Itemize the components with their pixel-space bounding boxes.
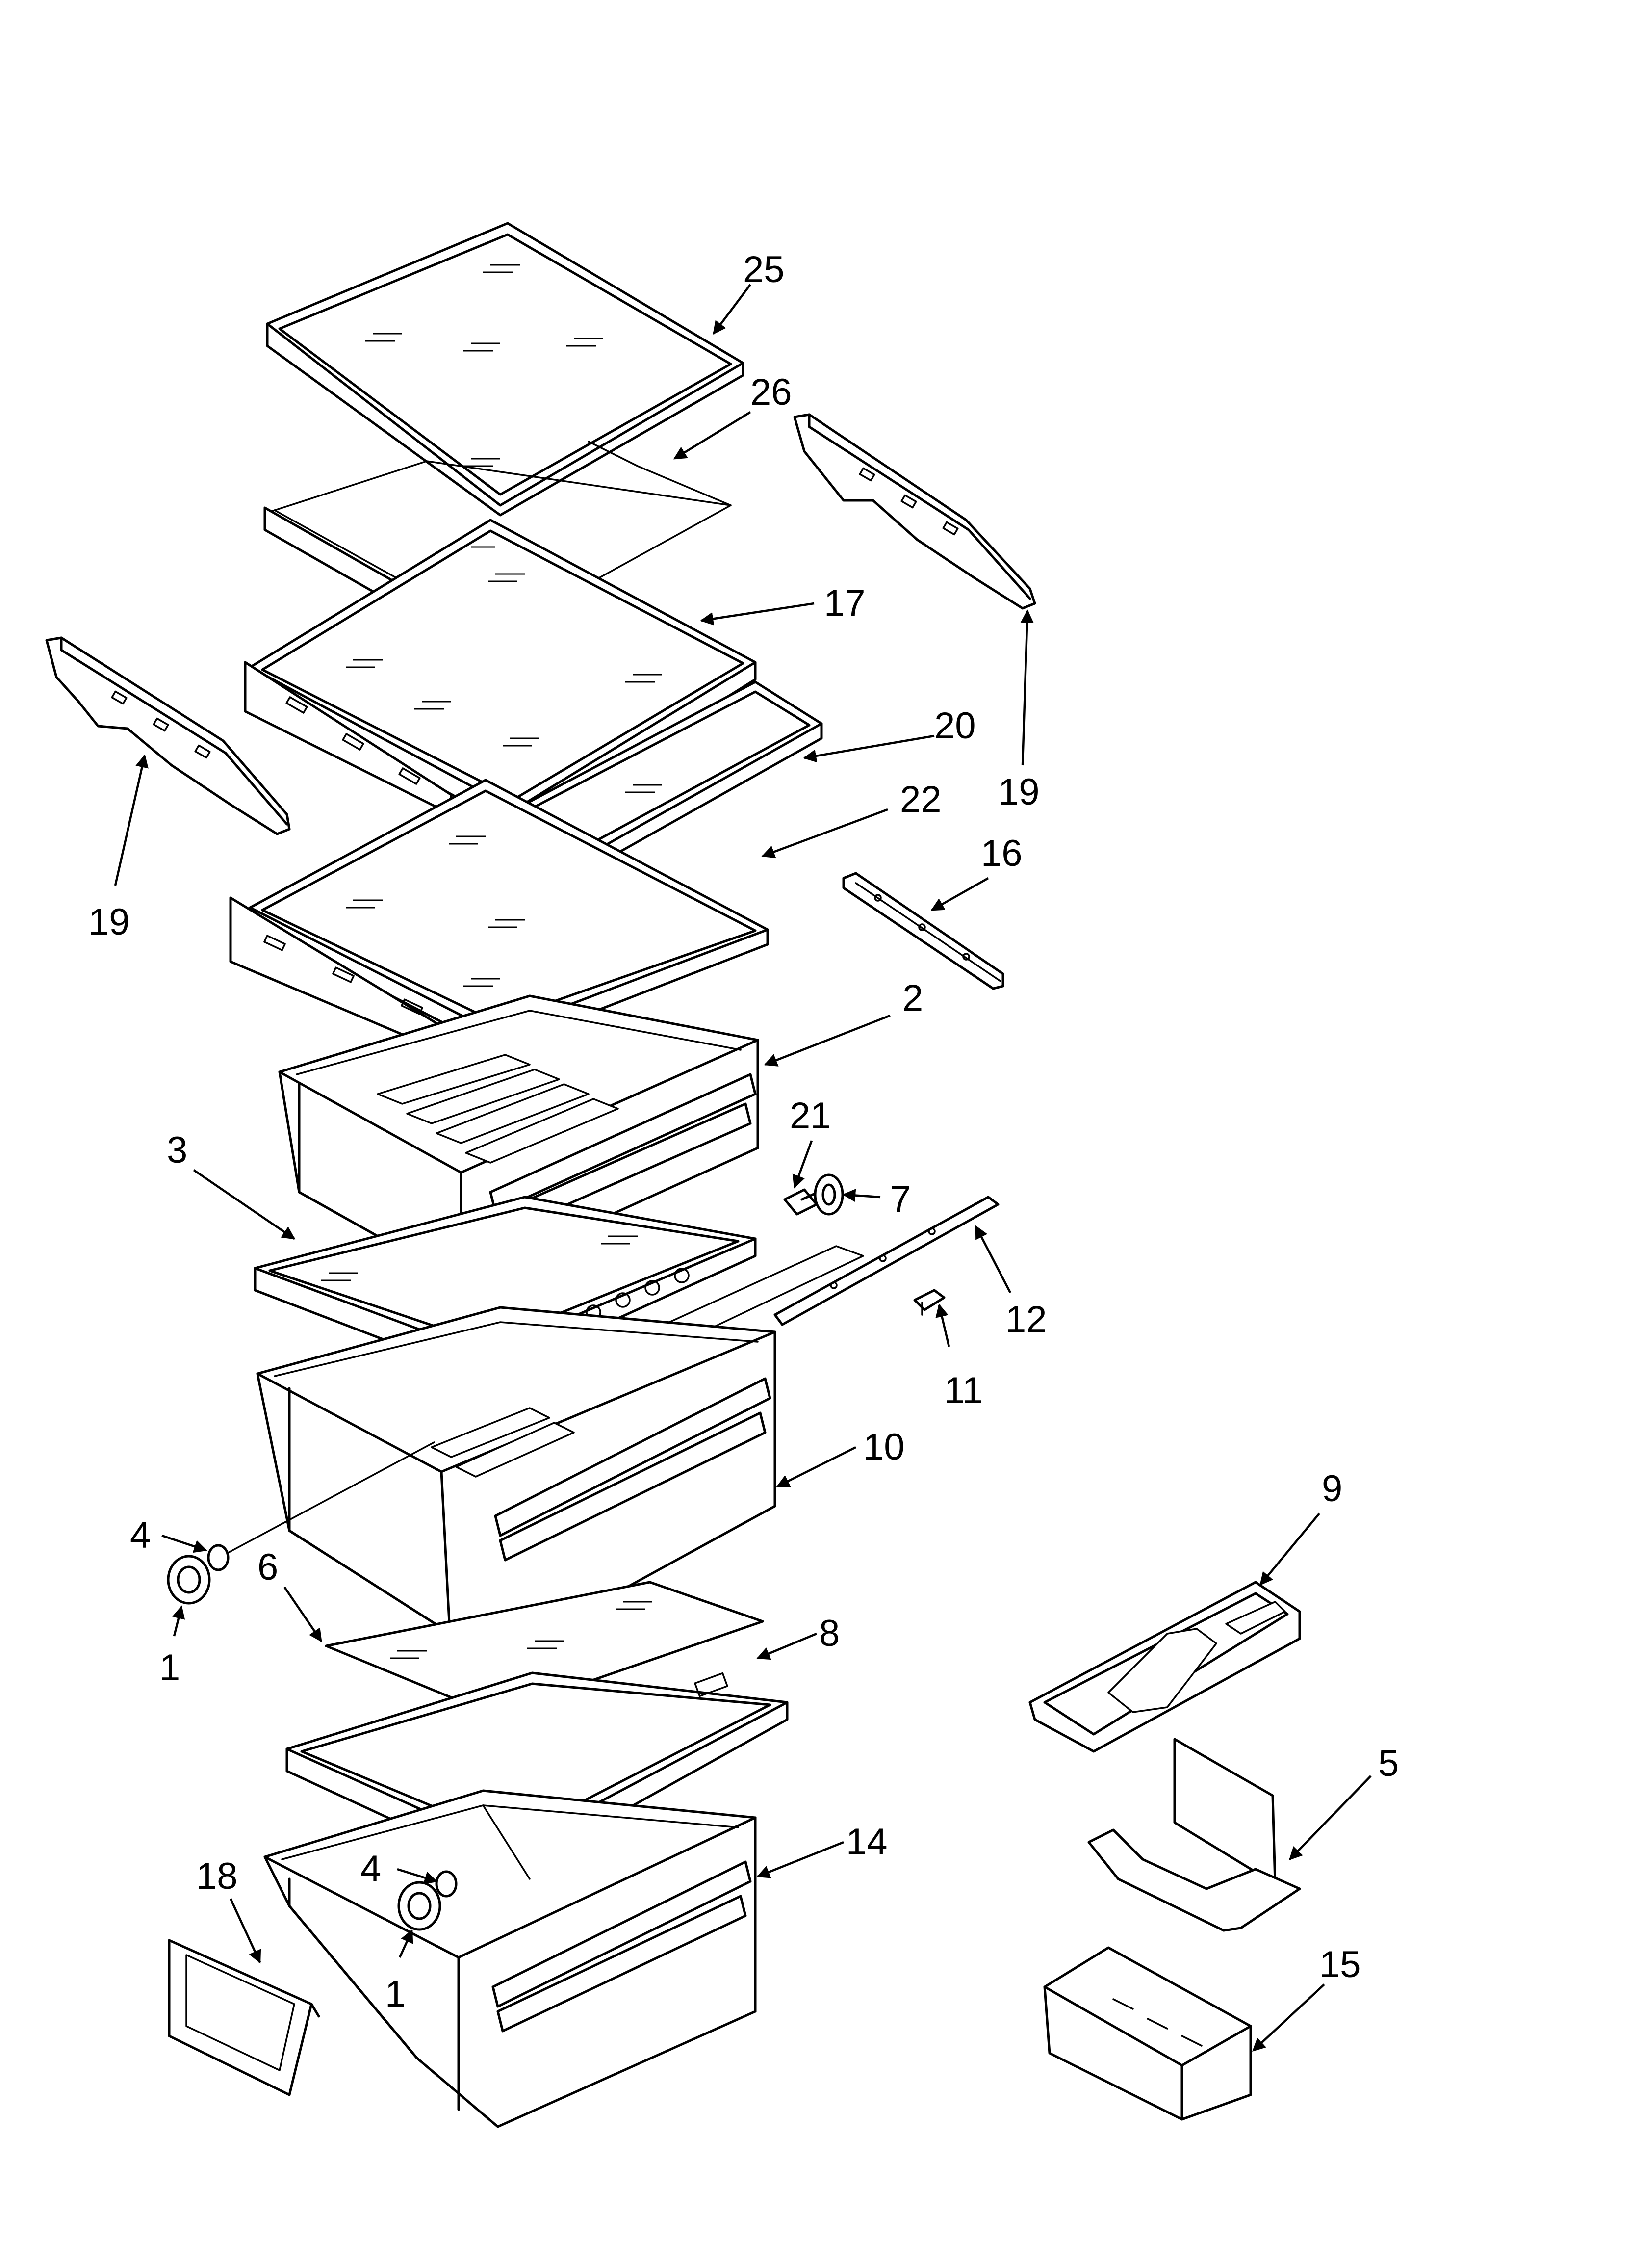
callout-3: 3 xyxy=(167,1129,187,1171)
callout-14: 14 xyxy=(846,1821,888,1863)
part-6-glass-panel xyxy=(325,1581,764,1716)
part-7-roller xyxy=(814,1173,844,1216)
part-10-middle-drawer xyxy=(256,1306,776,1662)
callout-4-lower: 4 xyxy=(360,1848,381,1890)
callout-1-lower: 1 xyxy=(385,1973,406,2015)
part-1-wheel-upper xyxy=(167,1555,211,1605)
callout-2: 2 xyxy=(902,977,923,1019)
part-14-bottom-drawer xyxy=(263,1789,757,2128)
callout-labels: 25 26 17 20 22 19 19 16 2 21 7 3 12 11 1… xyxy=(88,249,1399,2015)
part-19-right-bracket xyxy=(793,413,1036,610)
callout-20: 20 xyxy=(934,705,976,747)
part-4-roller-pin-lower xyxy=(435,1870,458,1898)
part-1-wheel-lower xyxy=(397,1881,441,1931)
callout-17: 17 xyxy=(824,582,866,624)
part-5-divider xyxy=(1087,1738,1301,1932)
callout-10: 10 xyxy=(863,1426,905,1468)
part-4-roller-pin-upper xyxy=(207,1441,435,1571)
callout-7: 7 xyxy=(890,1178,911,1220)
part-16-rail xyxy=(842,872,1004,990)
part-9-tray xyxy=(1028,1581,1301,1753)
callout-5: 5 xyxy=(1378,1743,1399,1784)
callout-8: 8 xyxy=(819,1613,840,1654)
part-25-top-shelf xyxy=(266,222,744,517)
part-11-clip xyxy=(913,1289,946,1316)
callout-9: 9 xyxy=(1322,1468,1342,1510)
callout-11: 11 xyxy=(944,1370,983,1411)
callout-1-upper: 1 xyxy=(159,1647,180,1689)
callout-25: 25 xyxy=(743,249,785,290)
callout-19-right: 19 xyxy=(998,771,1040,813)
callout-4-upper: 4 xyxy=(130,1514,151,1556)
callout-6: 6 xyxy=(257,1546,278,1588)
part-17-shelf xyxy=(244,506,757,831)
leader-lines xyxy=(114,284,1372,2052)
part-15-bin xyxy=(1043,1946,1252,2121)
callout-16: 16 xyxy=(981,833,1023,874)
part-19-left-bracket xyxy=(45,636,291,835)
callout-21: 21 xyxy=(790,1095,831,1137)
callout-26: 26 xyxy=(750,371,792,413)
part-2-upper-drawer xyxy=(278,994,759,1284)
callout-18: 18 xyxy=(196,1855,238,1897)
callout-19-left: 19 xyxy=(88,901,130,943)
part-18-label-plate xyxy=(168,1939,320,2096)
callout-12: 12 xyxy=(1005,1299,1047,1340)
callout-22: 22 xyxy=(900,779,942,820)
callout-15: 15 xyxy=(1319,1944,1361,1985)
part-22-shelf xyxy=(229,779,769,1059)
